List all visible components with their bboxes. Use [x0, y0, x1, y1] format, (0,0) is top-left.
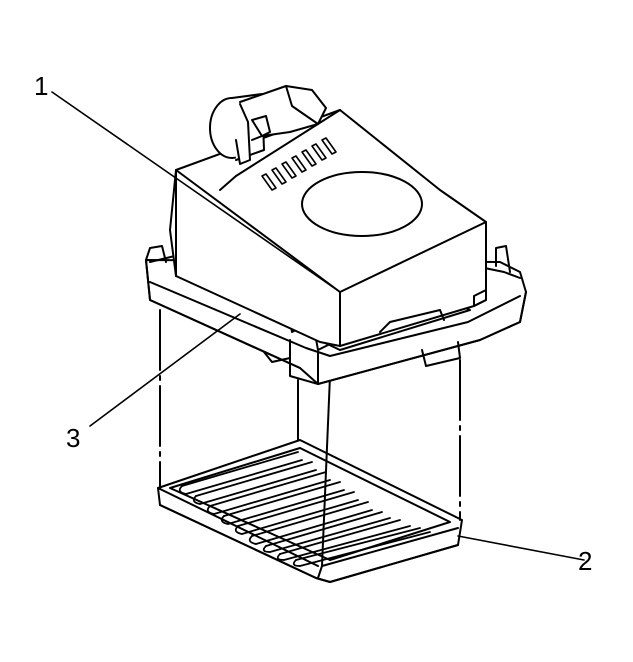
leader-line-2	[457, 535, 585, 561]
callout-3: 3	[66, 423, 81, 453]
housing-phantom-lines	[159, 309, 461, 521]
leader-line-3	[89, 313, 241, 427]
leader-lines	[51, 91, 585, 561]
air-filter-element	[157, 439, 463, 583]
mass-airflow-sensor	[209, 85, 327, 165]
callout-1: 1	[34, 71, 49, 101]
callout-2: 2	[578, 546, 593, 576]
air-cleaner-upper-housing	[169, 109, 487, 347]
leader-line-1	[51, 91, 341, 293]
